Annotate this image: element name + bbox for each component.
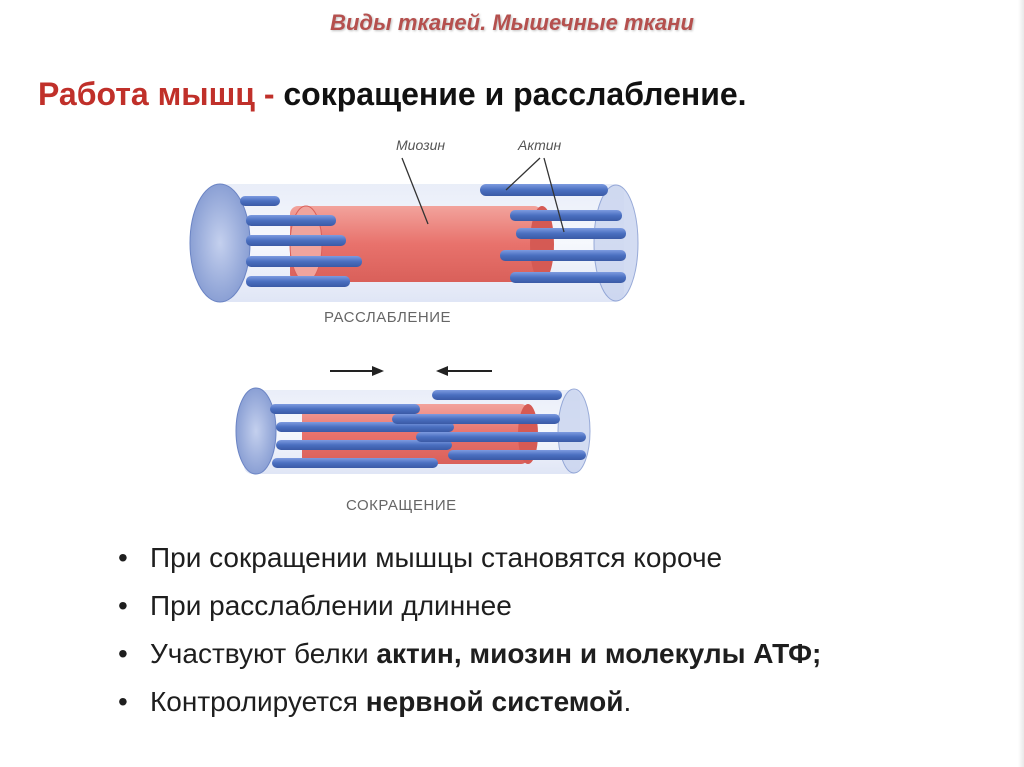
bullet-item: • При сокращении мышцы становятся короче bbox=[108, 534, 821, 582]
slide-header: Виды тканей. Мышечные ткани bbox=[0, 10, 1024, 36]
contraction-arrows bbox=[330, 366, 492, 376]
z-disk-right bbox=[558, 389, 590, 473]
title-black-part: сокращение и расслабление. bbox=[283, 76, 746, 112]
bullet-text: При сокращении мышцы становятся короче bbox=[150, 542, 722, 573]
bullet-list: • При сокращении мышцы становятся короче… bbox=[108, 534, 821, 726]
slide-title: Работа мышц - сокращение и расслабление. bbox=[38, 76, 747, 113]
bullet-bold-text: актин, миозин и молекулы АТФ; bbox=[376, 638, 821, 669]
caption-contraction: СОКРАЩЕНИЕ bbox=[346, 497, 457, 514]
bullet-tail: . bbox=[623, 686, 631, 717]
bullet-text: Участвуют белки bbox=[150, 638, 376, 669]
contracted-sarcomere: СОКРАЩЕНИЕ bbox=[236, 388, 590, 514]
bullet-bold-text: нервной системой bbox=[366, 686, 624, 717]
bullet-dot: • bbox=[118, 630, 128, 678]
z-disk-right bbox=[594, 185, 638, 301]
z-disk-left bbox=[236, 388, 276, 474]
relaxed-sarcomere: Миозин Актин РАССЛАБЛЕНИЕ bbox=[190, 137, 638, 326]
label-myosin: Миозин bbox=[396, 137, 445, 153]
bullet-dot: • bbox=[118, 678, 128, 726]
label-actin: Актин bbox=[517, 137, 562, 153]
bullet-item: • Контролируется нервной системой. bbox=[108, 678, 821, 726]
bullet-text: При расслаблении длиннее bbox=[150, 590, 512, 621]
bullet-dot: • bbox=[118, 582, 128, 630]
slide-edge-shadow bbox=[1018, 0, 1024, 767]
title-red-part: Работа мышц - bbox=[38, 76, 274, 112]
caption-relaxation: РАССЛАБЛЕНИЕ bbox=[324, 309, 451, 326]
bullet-item: • Участвуют белки актин, миозин и молеку… bbox=[108, 630, 821, 678]
bullet-item: • При расслаблении длиннее bbox=[108, 582, 821, 630]
bullet-dot: • bbox=[118, 534, 128, 582]
bullet-text: Контролируется bbox=[150, 686, 366, 717]
sarcomere-diagram: Миозин Актин РАССЛАБЛЕНИЕ bbox=[180, 128, 660, 528]
